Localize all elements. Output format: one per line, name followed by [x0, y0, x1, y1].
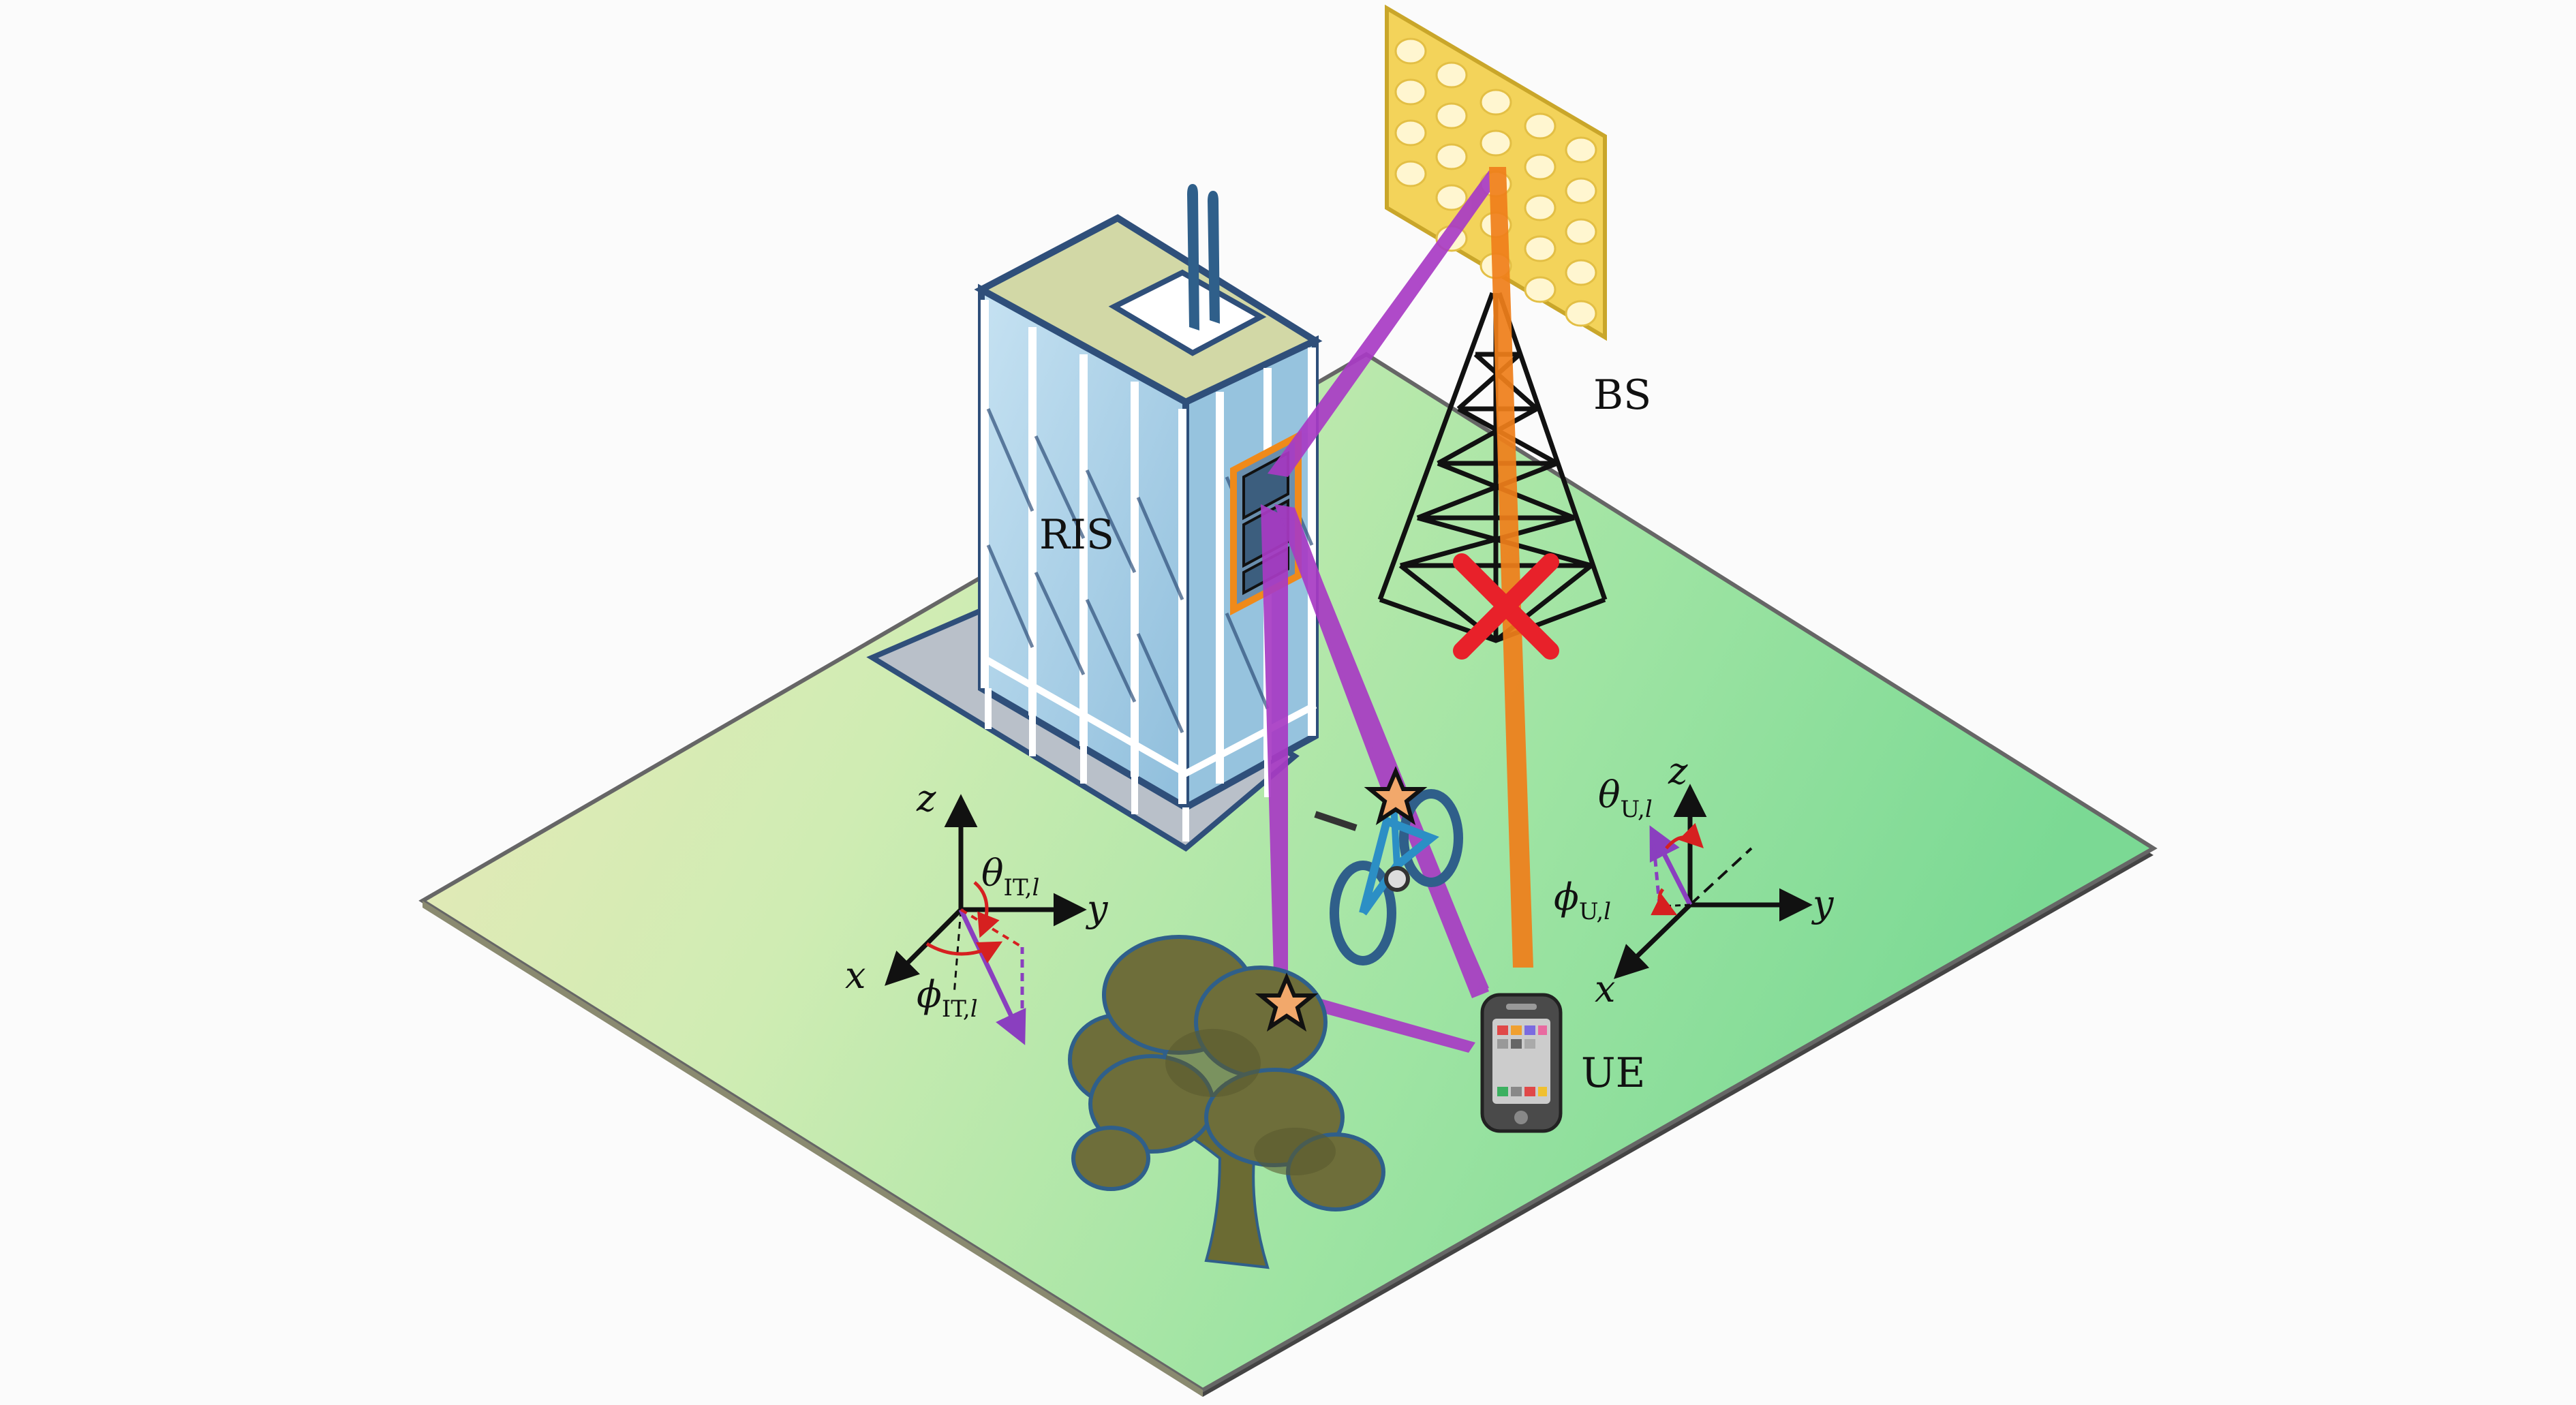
right-direction-vector: [1649, 825, 1693, 906]
left-y-label: y: [1086, 887, 1109, 930]
bicycle: [1314, 789, 1463, 966]
left-direction-vector: [958, 908, 1026, 1045]
left-phi-label: ϕIT,l: [917, 973, 978, 1023]
bs-label: BS: [1593, 371, 1651, 419]
scatterer-star-bike: [1364, 766, 1428, 826]
beam-ris-to-tree: [1261, 504, 1288, 998]
left-x-axis: [885, 908, 963, 986]
ue-phone: [1480, 993, 1563, 1133]
right-z-label: z: [1668, 750, 1688, 792]
blockage-cross-icon: [1453, 553, 1559, 660]
right-y-label: y: [1811, 882, 1835, 925]
left-coordinate-axes: z y x θIT,l ϕIT,l: [845, 777, 1109, 1045]
left-z-label: z: [916, 777, 936, 820]
ris-label: RIS: [1039, 511, 1114, 559]
tree: [1068, 935, 1385, 1269]
beam-bs-to-ris: [1268, 170, 1503, 477]
left-x-label: x: [845, 954, 865, 997]
beam-bs-to-ue: [1489, 167, 1533, 968]
right-coordinate-axes: z y x θU,l ϕU,l: [1554, 750, 1835, 1010]
beam-tree-to-ue: [1281, 991, 1475, 1053]
right-theta-label: θU,l: [1598, 773, 1653, 823]
right-phi-label: ϕU,l: [1554, 876, 1611, 925]
right-x-axis: [1613, 903, 1692, 979]
scatterer-star-tree: [1255, 972, 1319, 1032]
left-theta-label: θIT,l: [981, 852, 1039, 901]
right-x-label: x: [1595, 968, 1615, 1010]
ue-label: UE: [1581, 1049, 1645, 1097]
